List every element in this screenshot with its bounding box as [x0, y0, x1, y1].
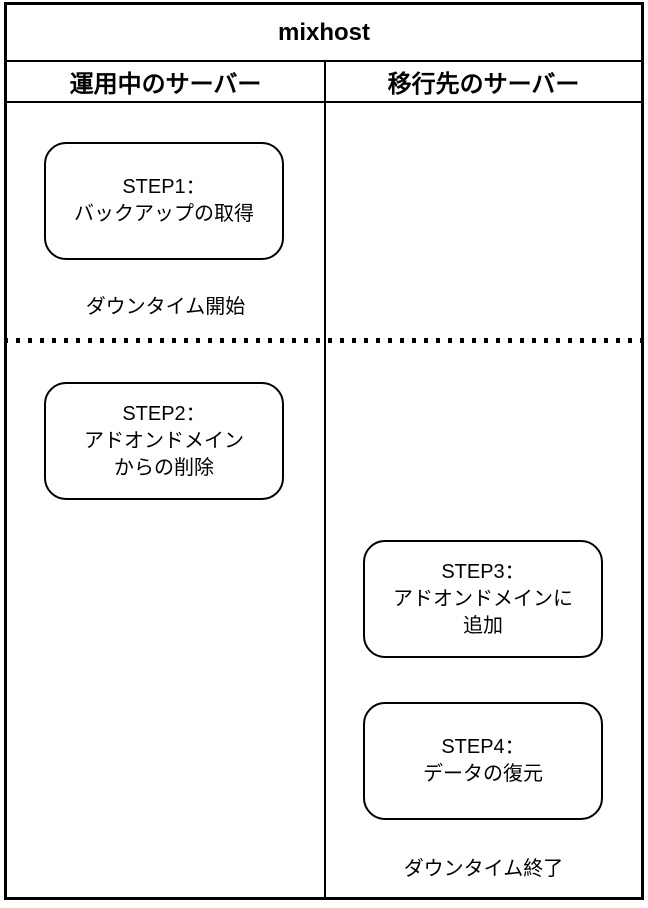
column-header-current-server: 運用中のサーバー: [69, 71, 262, 98]
step2-box: STEP2： アドオンドメイン からの削除: [44, 382, 284, 500]
step3-description-line2: 追加: [463, 614, 503, 637]
downtime-end-label: ダウンタイム終了: [403, 858, 564, 880]
step1-box: STEP1： バックアップの取得: [44, 142, 284, 260]
step4-description: データの復元: [423, 763, 543, 785]
column-destination-server: STEP3： アドオンドメインに 追加 STEP4： データの復元 ダウンタイム…: [324, 103, 641, 897]
downtime-start-label: ダウンタイム開始: [85, 296, 246, 318]
column-header-destination-server: 移行先のサーバー: [324, 62, 641, 101]
column-headers: 運用中のサーバー 移行先のサーバー: [7, 62, 641, 103]
diagram-title: mixhost: [7, 5, 641, 62]
step1-description: バックアップの取得: [74, 203, 254, 225]
diagram-body: STEP1： バックアップの取得 ダウンタイム開始 STEP2： アドオンドメイ…: [4, 103, 644, 897]
step3-box: STEP3： アドオンドメインに 追加: [363, 540, 603, 658]
migration-table: mixhost 運用中のサーバー 移行先のサーバー STEP1： バックアップの…: [4, 2, 644, 900]
step2-title: STEP2：: [122, 402, 206, 425]
step2-description-line2: からの削除: [114, 456, 214, 479]
step2-description-line1: アドオンドメイン: [84, 429, 244, 452]
step4-title: STEP4：: [441, 736, 525, 758]
step1-title: STEP1：: [122, 176, 206, 198]
step3-description-line1: アドオンドメインに: [393, 587, 573, 610]
step3-title: STEP3：: [441, 560, 525, 583]
column-current-server: STEP1： バックアップの取得 ダウンタイム開始 STEP2： アドオンドメイ…: [7, 103, 324, 897]
step4-box: STEP4： データの復元: [363, 702, 603, 820]
